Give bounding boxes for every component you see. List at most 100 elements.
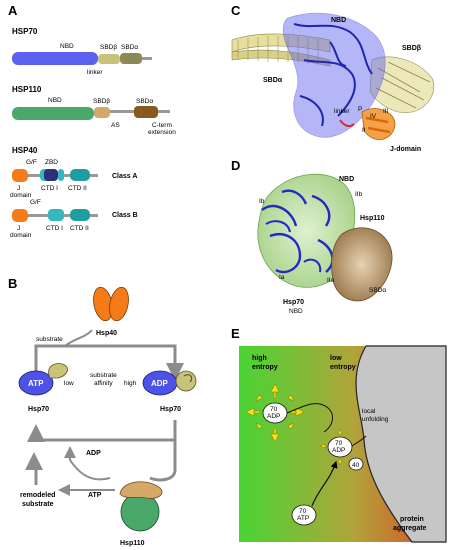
c-sbda-label: SBDα [263,77,283,84]
hsp70-sbdb-label: SBDβ [100,44,117,51]
classa-j-label-2: domain [10,192,32,199]
hsp110-sbd-blob [119,481,163,499]
classa-ctd1-right [58,169,64,181]
aggregate-label-2: aggregate [393,525,427,532]
hsp110-as-label: AS [111,122,120,129]
adp-release-label: ADP [86,450,101,457]
helix-iii-label: III [383,108,389,115]
bound-substrate [183,374,193,383]
e-adp-label: ADP [267,413,280,420]
c-linker-label: linker [334,108,350,115]
classb-j-label-1: J [17,225,20,232]
classa-ctd2-domain [70,169,90,181]
e-70-label: 70 [270,406,278,413]
adp-state-label: ADP [151,379,169,388]
hsp110-cterm-label-2: extension [148,129,176,136]
local-arrows [319,428,343,466]
atp-state-label: ATP [28,379,44,388]
classb-label: Class B [112,212,138,219]
d-ia-label: Ia [279,274,285,281]
local-unfolding-label-1: local [362,408,376,415]
d-sbda-label: SBDα [369,287,386,294]
classa-zbd-label: ZBD [45,159,58,166]
hsp110-sbda-label: SBDα [136,98,153,105]
panel-c-label: C [231,3,241,18]
helix-iv-label: IV [370,113,377,120]
c-jdomain-label: J-domain [390,146,421,153]
hsp110-nbd-label: NBD [48,97,62,104]
classb-j-label-2: domain [10,232,32,239]
helix-p-label: P [358,106,362,113]
hsp70-atp-nbd [18,370,54,396]
high-entropy-label-2: entropy [252,364,278,371]
hsp40-join-line [64,329,93,347]
hsp110-cterm-tail [158,110,170,113]
hsp70-title: HSP70 [12,27,38,36]
hsp40-subunit-right [109,286,129,322]
cycle-bottom-arrow [27,420,177,442]
hsp110-nbd-domain [12,107,94,120]
hsp70-nbd-label: NBD [60,43,74,50]
classb-ctd2-label: CTD II [70,225,89,232]
hsp70-right-label: Hsp70 [160,406,181,413]
classa-j-label-1: J [17,185,20,192]
sbda-helix-bundle [231,33,331,67]
hsp110-cterm-label-1: C-term [152,122,172,129]
d-hsp110-label: Hsp110 [360,215,385,222]
atp-bind-label: ATP [88,492,102,499]
classb-gf-label: G/F [30,199,41,206]
unfolded-chain-1 [286,403,333,433]
linker-segment [339,119,355,128]
classa-ctd1-label: CTD I [41,185,58,192]
d-nbd-label: NBD [339,176,354,183]
d-ib-label: Ib [259,198,265,205]
cycle-top-arrow [34,344,184,381]
substrate-label: substrate [36,336,63,343]
bound-70-adp [327,436,353,458]
entropic-pulling-arrows [245,383,305,443]
remodeled-label-1: remodeled [20,492,55,499]
d-iia-label: IIa [327,277,335,284]
jdomain-ribbon [361,108,396,140]
e-70b-label: 70 [335,440,343,447]
classb-jdomain [12,209,28,222]
c-nbd-label: NBD [331,17,346,24]
hsp110-acidic-insert [110,110,134,113]
classa-ctd2-label: CTD II [68,185,87,192]
classa-jdomain [12,169,28,182]
remodeled-label-2: substrate [22,501,54,508]
d-iib-label: IIb [355,191,363,198]
hsp70-tail [142,57,152,60]
cycle-hsp110-line [149,440,177,482]
sbdb-beta-sandwich [369,56,434,114]
hsp70-nbd-ribbon-d [261,189,334,274]
adp-release-arrow [64,446,111,481]
hsp110-sbdb-domain [94,107,110,118]
hsp40-label: Hsp40 [96,330,117,337]
affinity-low-label: low [64,380,74,387]
low-entropy-label-2: entropy [330,364,356,371]
hsp40-title: HSP40 [12,146,38,155]
hsp40-bound [348,457,364,471]
hsp70-atp-sbd-open [48,363,68,379]
affinity-label-2: affinity [94,380,113,387]
local-unfolding-label-2: unfolding [362,416,389,423]
e-70c-label: 70 [299,508,307,515]
unfolded-chain-2 [351,435,367,447]
classa-zbd-domain [44,169,58,181]
classa-label: Class A [112,173,137,180]
hsp70-adp-sbd-closed [175,370,197,392]
classb-ctd1-label: CTD I [46,225,63,232]
panel-e-label: E [231,326,240,341]
d-hsp70-sub-label: NBD [289,308,303,315]
helix-ii-label: II [362,127,366,134]
classb-ctd1-domain [48,209,64,221]
high-entropy-label-1: high [252,355,267,362]
hsp70-sbda-domain [120,53,142,64]
hsp70-nbd-ribbon [282,12,386,138]
protein-aggregate [355,345,447,543]
incoming-70-atp [291,504,317,526]
e-adpb-label: ADP [332,447,345,454]
d-hsp70-label: Hsp70 [283,299,304,306]
